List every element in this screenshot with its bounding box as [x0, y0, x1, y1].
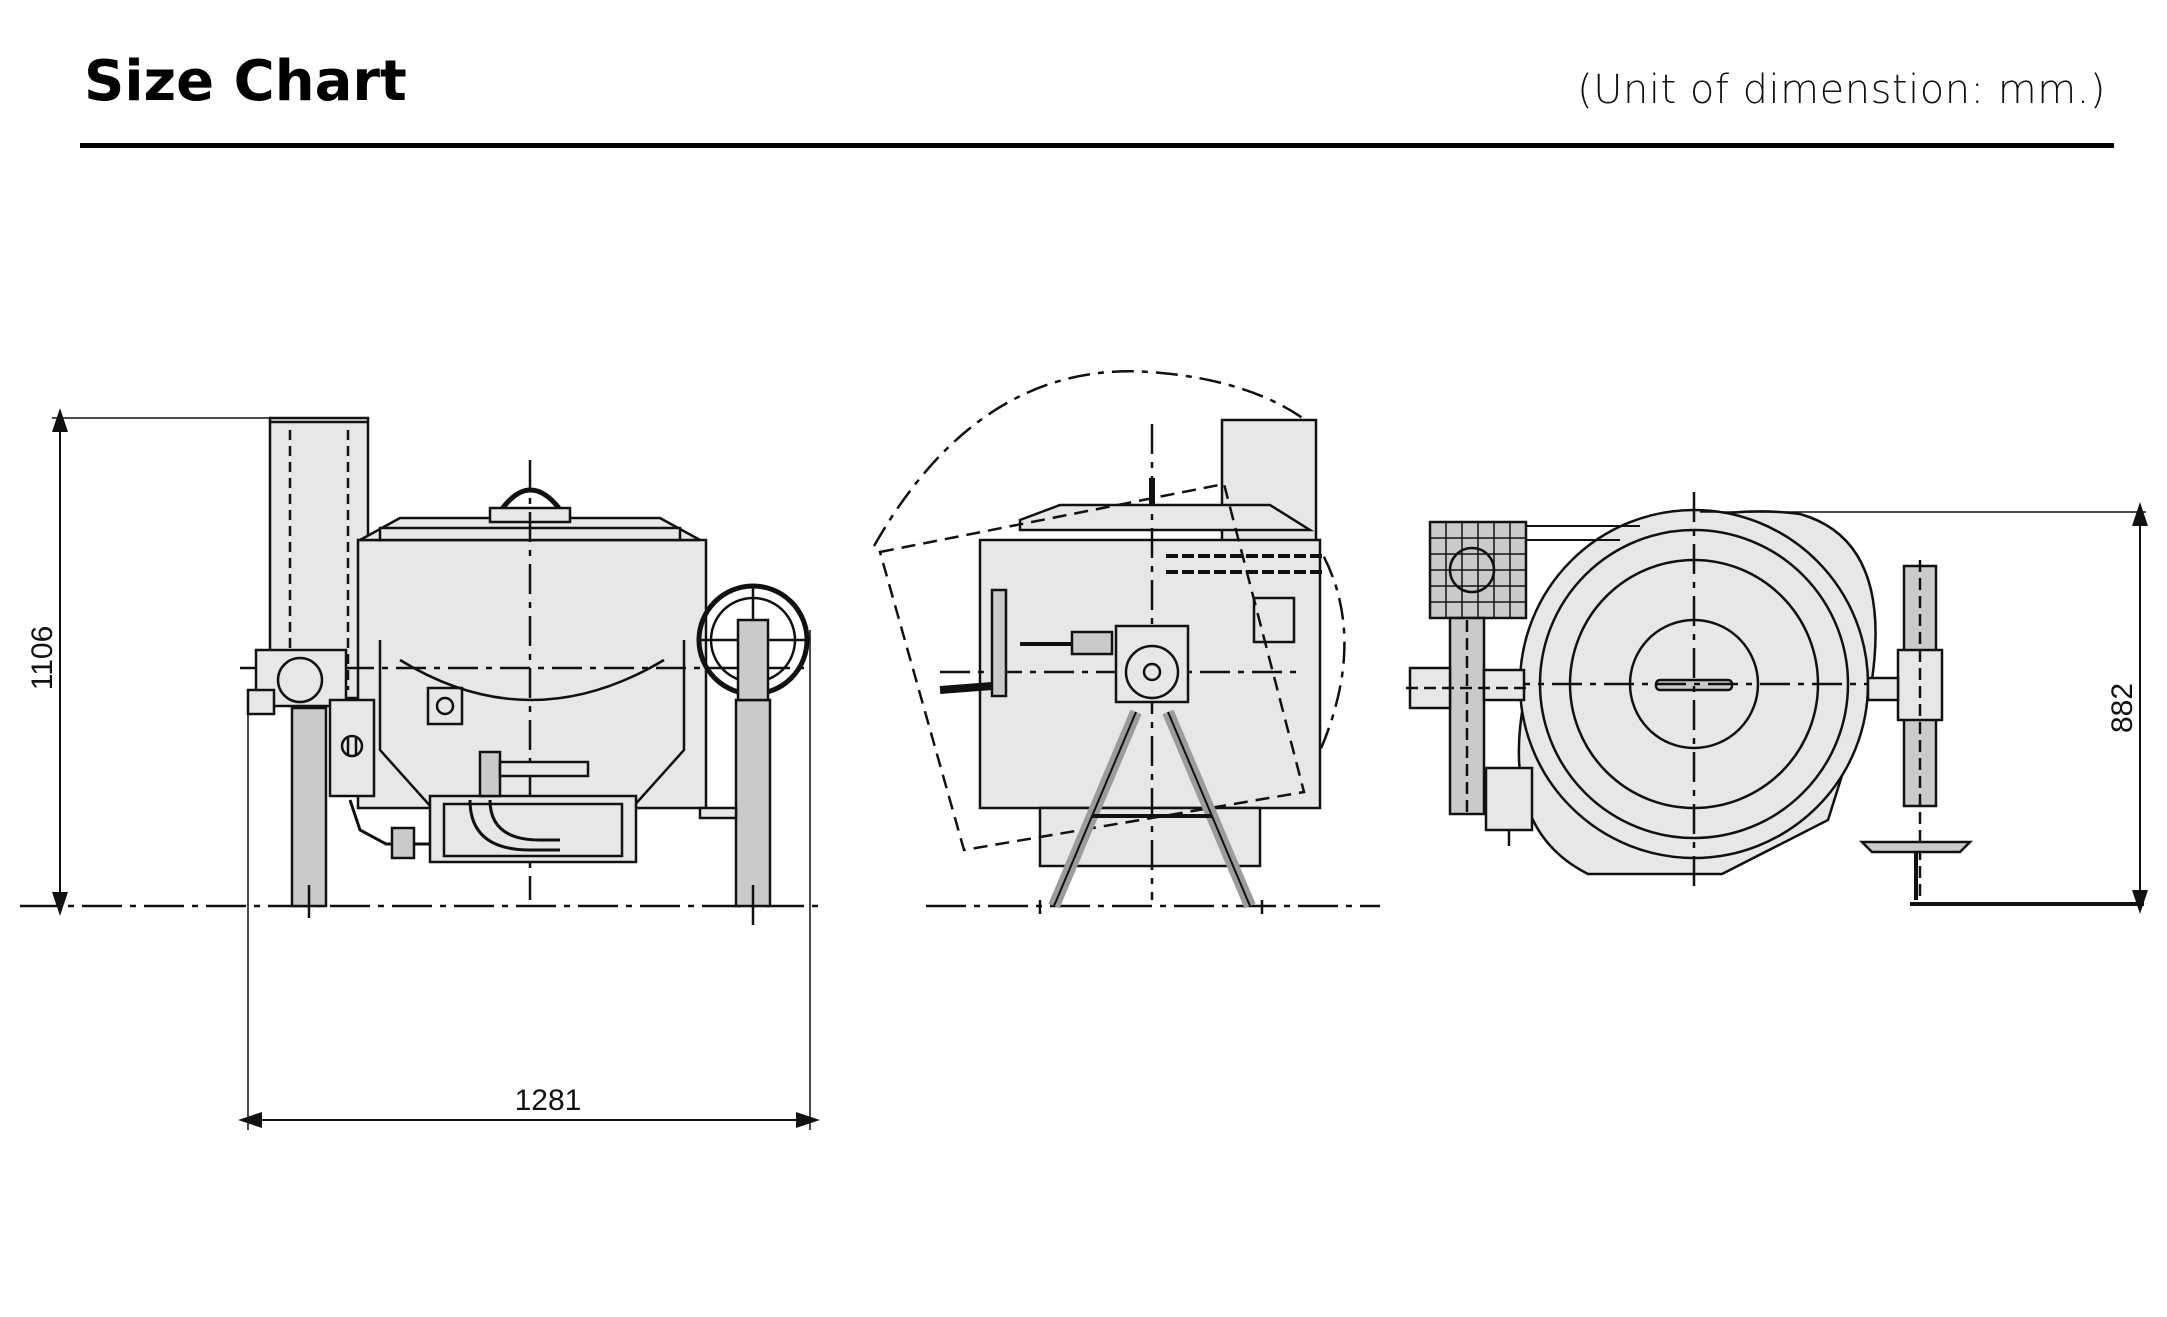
header-divider [80, 143, 2114, 148]
dimension-height-body: 882 [2106, 683, 2139, 733]
top-view [1406, 492, 2148, 914]
dimension-width-overall: 1281 [515, 1084, 582, 1117]
front-view [20, 408, 822, 1130]
dimension-height-overall: 1106 [26, 626, 59, 691]
page-title: Size Chart [84, 49, 407, 114]
side-view [872, 370, 1380, 914]
unit-note: (Unit of dimenstion: mm.) [1577, 67, 2106, 113]
